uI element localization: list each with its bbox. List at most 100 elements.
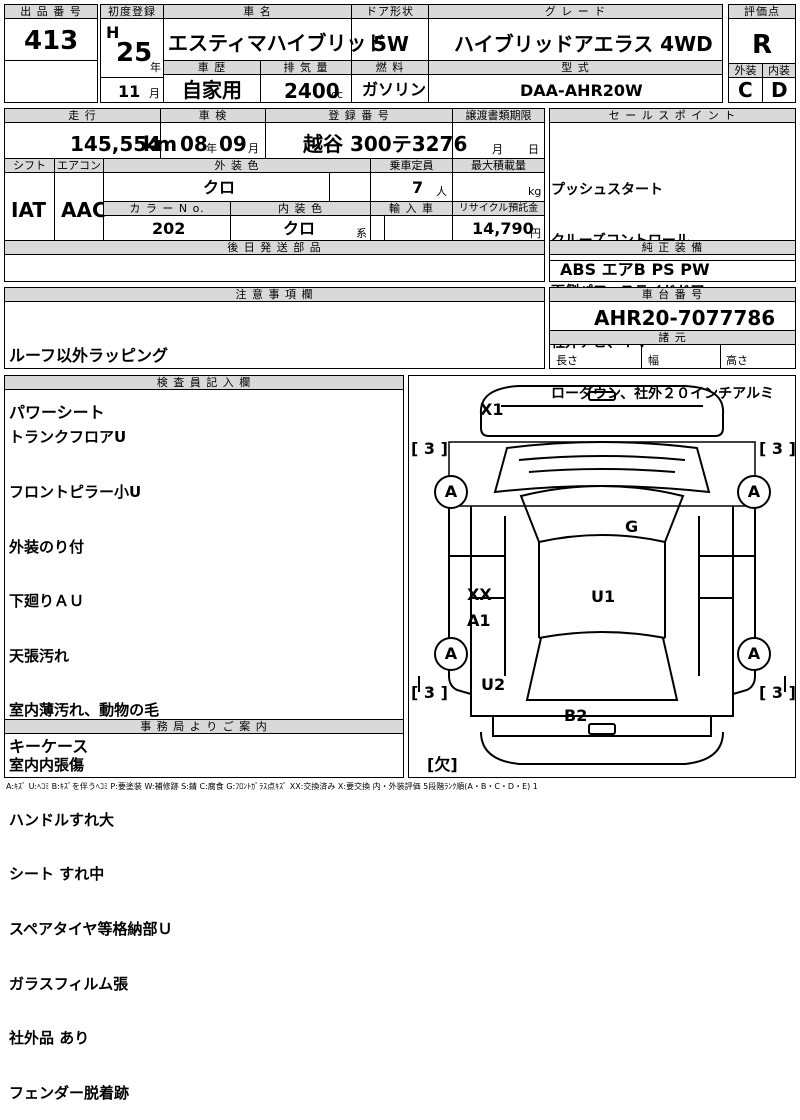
insp-month: 09	[219, 132, 247, 156]
list-item: パワーシート	[9, 403, 105, 422]
mark-u1: U1	[591, 587, 616, 606]
divider	[54, 158, 55, 241]
bracket-top-right: [ 3 ]	[759, 439, 796, 458]
dims-height: 高さ	[726, 354, 748, 367]
mark-b2: B2	[564, 706, 588, 725]
equipment-box	[549, 240, 796, 282]
capacity-value: 7	[412, 178, 424, 197]
first-reg-year: 25	[116, 38, 153, 68]
chassis-box	[549, 287, 796, 369]
colorno-value: 202	[152, 219, 186, 238]
divider	[370, 158, 371, 241]
list-item: シート すれ中	[9, 865, 105, 884]
list-item: 下廻りＡＵ	[9, 592, 85, 611]
dims-width: 幅	[648, 354, 659, 367]
dims-length: 長さ	[556, 354, 578, 367]
tire-rear-left: A	[434, 637, 468, 671]
shift-label: シフト	[5, 159, 54, 173]
lot-number: 413	[24, 26, 79, 56]
bracket-bottom-right: [ 3 ]	[759, 683, 796, 702]
deferred-parts-label: 後 日 発 送 部 品	[5, 241, 544, 255]
intcolor-value: クロ	[283, 219, 316, 238]
mark-u2: U2	[481, 675, 506, 694]
tire-rear-right: A	[737, 637, 771, 671]
divider	[265, 108, 266, 158]
list-item: ガラスフィルム張	[9, 974, 129, 993]
era-mark: H	[106, 23, 120, 42]
notes-box	[4, 287, 545, 369]
list-item: フェンダー脱着跡	[9, 1083, 130, 1102]
list-item: ハンドルすれ大	[9, 810, 115, 829]
mark-a1: A1	[467, 611, 491, 630]
list-item: フロントピラー小U	[9, 483, 142, 502]
color-label: 外 装 色	[104, 159, 370, 173]
recycle-label: リサイクル預託金	[453, 202, 544, 216]
divider	[4, 158, 545, 159]
mileage-value: 145,554	[70, 132, 162, 156]
bracket-top-left: [ 3 ]	[411, 439, 448, 458]
shift-value: IAT	[11, 198, 47, 222]
lot-blank-cell	[4, 60, 98, 103]
divider	[103, 201, 545, 202]
mileage-label: 走 行	[5, 109, 160, 123]
sales-points-label: セ ー ル ス ポ イ ン ト	[550, 109, 795, 123]
first-reg-month: 11	[118, 82, 141, 101]
divider	[641, 344, 642, 369]
deferred-parts-box	[4, 240, 545, 282]
list-item: 社外品 あり	[9, 1029, 90, 1048]
car-diagram	[408, 375, 796, 778]
model-cell	[428, 60, 723, 103]
tire-front-left: A	[434, 475, 468, 509]
door-label: ドア形状	[352, 5, 428, 19]
mark-x1: X1	[480, 400, 504, 419]
model-value: DAA-AHR20W	[520, 81, 643, 100]
office-box	[4, 719, 404, 778]
divider	[720, 344, 721, 369]
plate-value: 越谷 300テ3276	[303, 132, 468, 156]
divider	[103, 158, 104, 241]
car-name-label: 車 名	[164, 5, 351, 19]
sales-points-box	[549, 108, 796, 261]
recycle-value: 14,790	[472, 219, 534, 238]
list-item: プッシュスタート	[551, 182, 663, 198]
dims-label: 諸 元	[550, 330, 795, 345]
grade-label: グ レ ー ド	[429, 5, 722, 19]
insp-month-unit: 月	[248, 142, 259, 155]
transfer-month: 月	[492, 143, 503, 156]
year-unit: 年	[150, 61, 161, 74]
displacement-label: 排 気 量	[261, 61, 351, 75]
score-label: 評価点	[729, 5, 795, 19]
divider	[230, 201, 231, 241]
list-item: スペアタイヤ等格納部Ｕ	[9, 919, 173, 938]
displacement-value: 2400	[284, 79, 340, 103]
score-value: R	[752, 30, 773, 60]
colorno-label: カ ラ ー N o.	[104, 202, 230, 216]
load-unit: kg	[528, 185, 542, 198]
color-value: クロ	[203, 178, 236, 197]
divider	[329, 173, 330, 201]
model-label: 型 式	[429, 61, 722, 75]
grade-value: ハイブリッドアエラス 4WD	[454, 32, 713, 56]
tire-front-right: A	[737, 475, 771, 509]
divider	[452, 108, 453, 158]
transfer-label: 譲渡書類期限	[453, 109, 544, 123]
lot-number-label: 出 品 番 号	[5, 5, 97, 19]
door-value: 5W	[373, 32, 409, 56]
exterior-label: 外装	[729, 64, 762, 78]
chassis-label: 車 台 番 号	[550, 288, 795, 302]
intcolor-label: 内 装 色	[231, 202, 370, 216]
ac-value: AAC	[61, 198, 107, 222]
capacity-unit: 人	[436, 185, 447, 198]
list-item: 天張汚れ	[9, 646, 70, 665]
exterior-value: C	[738, 78, 753, 102]
divider	[452, 158, 453, 241]
insp-year: 08	[180, 132, 208, 156]
list-item: トランクフロアU	[9, 428, 127, 447]
legend: A:ｷｽﾞ U:ﾍｺﾐ B:ｷｽﾞを伴うﾍｺﾐ P:要塗装 W:補修跡 S:錆 …	[6, 782, 538, 791]
notes-list: ルーフ以外ラッピング パワーシート	[9, 308, 168, 441]
fuel-value: ガソリン	[362, 80, 427, 99]
transfer-day: 日	[528, 143, 539, 156]
inspector-label: 検 査 員 記 入 欄	[5, 376, 403, 390]
list-item: ルーフ以外ラッピング	[9, 346, 169, 365]
interior-cell	[762, 63, 796, 103]
